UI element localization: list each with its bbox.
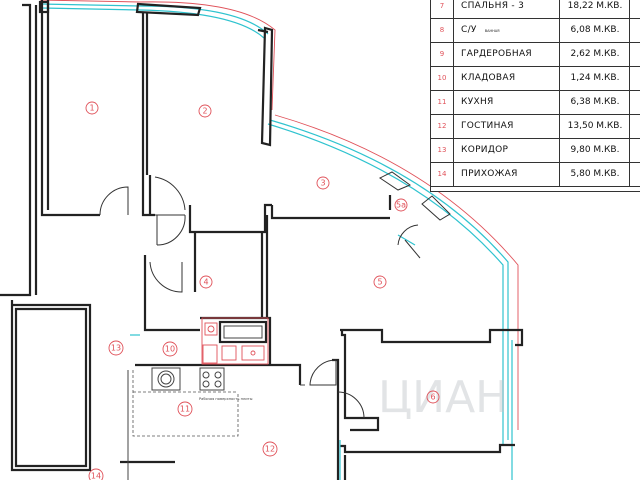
room-marker-5a: 5a (394, 198, 408, 212)
legend-row-name: КЛАДОВАЯ (461, 73, 516, 83)
legend-row-name: СПАЛЬНЯ - 3 (461, 1, 525, 11)
legend-row: 14 ПРИХОЖАЯ 5,80 М.КВ. (431, 162, 640, 187)
legend-row-name: КОРИДОР (461, 145, 509, 155)
room-marker-10: 10 (162, 341, 178, 357)
legend-row-name: С/У ВАННАЯ (461, 18, 500, 42)
room-marker-3: 3 (316, 176, 330, 190)
legend-row: 10 КЛАДОВАЯ 1,24 М.КВ. (431, 66, 640, 91)
svg-text:10: 10 (165, 345, 175, 354)
legend-row-number: 8 (431, 18, 454, 42)
room-marker-12: 12 (262, 441, 278, 457)
room-markers: 1 2 3 4 5 5a 6 10 11 12 13 14 (85, 101, 440, 480)
legend-row-number: 9 (431, 42, 454, 66)
svg-text:13: 13 (111, 344, 121, 353)
legend-row-area: 6,38 М.КВ. (559, 90, 630, 114)
legend-row-name: ГАРДЕРОБНАЯ (461, 49, 532, 59)
legend-row-area: 9,80 М.КВ. (559, 138, 630, 162)
watermark-logo: ЦИАН (378, 372, 508, 423)
room-marker-2: 2 (198, 104, 212, 118)
bathroom-fixtures (201, 317, 269, 365)
legend-row-name: ГОСТИНАЯ (461, 121, 514, 131)
legend-row-area: 2,62 М.КВ. (559, 42, 630, 66)
legend-row-number: 13 (431, 138, 454, 162)
svg-text:6: 6 (430, 393, 435, 402)
legend-row-name: КУХНЯ (461, 97, 494, 107)
legend-row-area: 1,24 М.КВ. (559, 66, 630, 90)
legend-row-area: 18,22 М.КВ. (559, 0, 630, 18)
details (127, 234, 416, 480)
walls (0, 0, 524, 480)
room-marker-11: 11 (177, 401, 193, 417)
svg-text:1: 1 (89, 104, 94, 113)
legend-row-number: 12 (431, 114, 454, 138)
kitchen-note: Рабочая поверхность плиты (199, 397, 253, 401)
legend-row-number: 7 (431, 0, 454, 18)
room-marker-6: 6 (426, 390, 440, 404)
room-marker-13: 13 (108, 340, 124, 356)
svg-text:3: 3 (320, 179, 325, 188)
legend-row-name-text: С/У (461, 25, 477, 35)
legend-row: 7 СПАЛЬНЯ - 3 18,22 М.КВ. (431, 0, 640, 19)
facade-curve (39, 0, 519, 480)
legend-row: 11 КУХНЯ 6,38 М.КВ. (431, 90, 640, 115)
legend-row: 8 С/У ВАННАЯ 6,08 М.КВ. (431, 18, 640, 43)
legend-row-area: 5,80 М.КВ. (559, 162, 630, 186)
legend-row: 13 КОРИДОР 9,80 М.КВ. (431, 138, 640, 163)
svg-text:2: 2 (202, 107, 207, 116)
legend-row-number: 11 (431, 90, 454, 114)
legend-row: 9 ГАРДЕРОБНАЯ 2,62 М.КВ. (431, 42, 640, 67)
svg-text:5a: 5a (396, 201, 406, 210)
legend-row-subname: ВАННАЯ (484, 29, 500, 33)
legend-row-number: 14 (431, 162, 454, 186)
room-marker-5: 5 (373, 275, 387, 289)
svg-text:11: 11 (180, 405, 190, 414)
room-marker-14: 14 (88, 468, 104, 480)
legend-row-name: ПРИХОЖАЯ (461, 169, 518, 179)
legend-row: 12 ГОСТИНАЯ 13,50 М.КВ. (431, 114, 640, 139)
legend-row-number: 10 (431, 66, 454, 90)
room-legend-table: 7 СПАЛЬНЯ - 3 18,22 М.КВ. 8 С/У ВАННАЯ 6,… (430, 0, 640, 192)
room-marker-1: 1 (85, 101, 99, 115)
svg-text:14: 14 (91, 472, 101, 480)
svg-text:12: 12 (265, 445, 275, 454)
svg-text:5: 5 (377, 278, 382, 287)
kitchen-appliances: Рабочая поверхность плиты (151, 367, 253, 401)
legend-row-area: 13,50 М.КВ. (559, 114, 630, 138)
legend-row-area: 6,08 М.КВ. (559, 18, 630, 42)
doors (99, 171, 451, 419)
room-marker-4: 4 (199, 275, 213, 289)
svg-text:4: 4 (203, 278, 208, 287)
